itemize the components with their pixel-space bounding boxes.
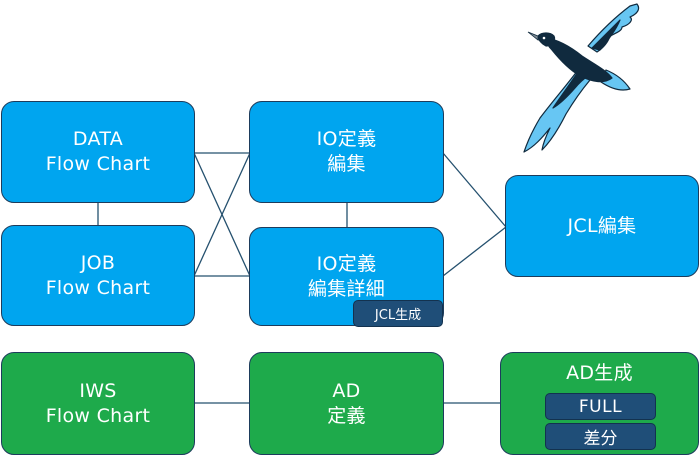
node-label-line: JOB — [80, 251, 116, 274]
node-label-line: 編集詳細 — [307, 277, 386, 300]
diff-generate-button[interactable]: 差分 — [545, 423, 656, 450]
node-label-line: 編集 — [327, 153, 366, 175]
connector-io-edit-jcl — [442, 152, 507, 228]
ad-definition-node[interactable]: AD 定義 — [249, 352, 444, 455]
full-generate-label: FULL — [578, 396, 623, 417]
jcl-generate-label: JCL生成 — [374, 308, 422, 323]
node-label-line: Flow Chart — [45, 276, 151, 299]
full-generate-button[interactable]: FULL — [545, 393, 656, 420]
node-label-line: Flow Chart — [45, 153, 151, 175]
data-flow-chart-node[interactable]: DATA Flow Chart — [1, 101, 195, 203]
jcl-edit-node[interactable]: JCL編集 — [505, 175, 699, 277]
node-label-line: 定義 — [327, 404, 366, 427]
node-label-line: Flow Chart — [45, 404, 151, 427]
node-label-line: JCL編集 — [567, 214, 637, 237]
iws-flow-chart-node[interactable]: IWS Flow Chart — [1, 352, 195, 455]
connector-io-detail-jcl — [442, 226, 507, 277]
job-flow-chart-node[interactable]: JOB Flow Chart — [1, 225, 195, 326]
albatross-bird-icon — [523, 3, 640, 153]
jcl-generate-button[interactable]: JCL生成 — [353, 300, 443, 327]
node-label-line: IO定義 — [316, 252, 377, 275]
io-definition-edit-node[interactable]: IO定義 編集 — [249, 101, 444, 203]
node-label-line: IO定義 — [316, 128, 377, 150]
node-label-line: DATA — [72, 128, 124, 150]
node-label-line: IWS — [79, 379, 117, 402]
node-label-line: AD生成 — [566, 362, 633, 384]
connector-job-io-edit — [193, 152, 251, 277]
node-label-line: AD — [332, 379, 361, 402]
diff-generate-label: 差分 — [583, 429, 618, 449]
